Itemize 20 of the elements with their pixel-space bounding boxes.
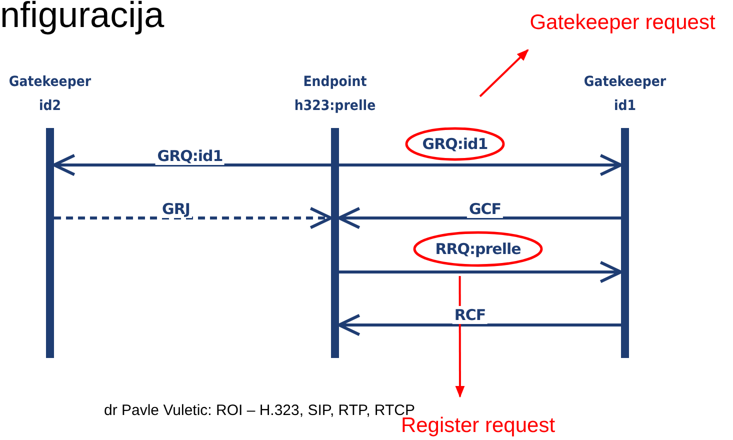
- message-arrow: [339, 154, 622, 176]
- lifeline-header: Gatekeeper id2: [8, 73, 92, 116]
- slide-title: nfiguracija: [0, 0, 164, 36]
- message-arrow: [52, 154, 331, 176]
- edge-label: RCF: [452, 306, 488, 324]
- callout-text: Gatekeeper request: [515, 8, 730, 38]
- dashed-arrow: [54, 206, 332, 230]
- lifeline-header: Gatekeeper id1: [582, 73, 668, 116]
- highlight-ellipse: [413, 231, 543, 267]
- edge-label: GRJ: [160, 200, 192, 218]
- message-arrow: [338, 314, 621, 336]
- edge-label: GRQ:id1: [420, 135, 490, 153]
- message-arrow: [338, 206, 621, 230]
- lifeline-header: Endpoint h323:prelle: [293, 73, 377, 116]
- highlight-ellipse: [405, 127, 505, 161]
- edge-label: GCF: [466, 200, 504, 218]
- footer-text: dr Pavle Vuletic: ROI – H.323, SIP, RTP, RTCP: [104, 402, 415, 419]
- edge-label: GRQ:id1: [155, 147, 225, 165]
- leader-arrow: [479, 49, 529, 98]
- message-arrow: [339, 260, 622, 284]
